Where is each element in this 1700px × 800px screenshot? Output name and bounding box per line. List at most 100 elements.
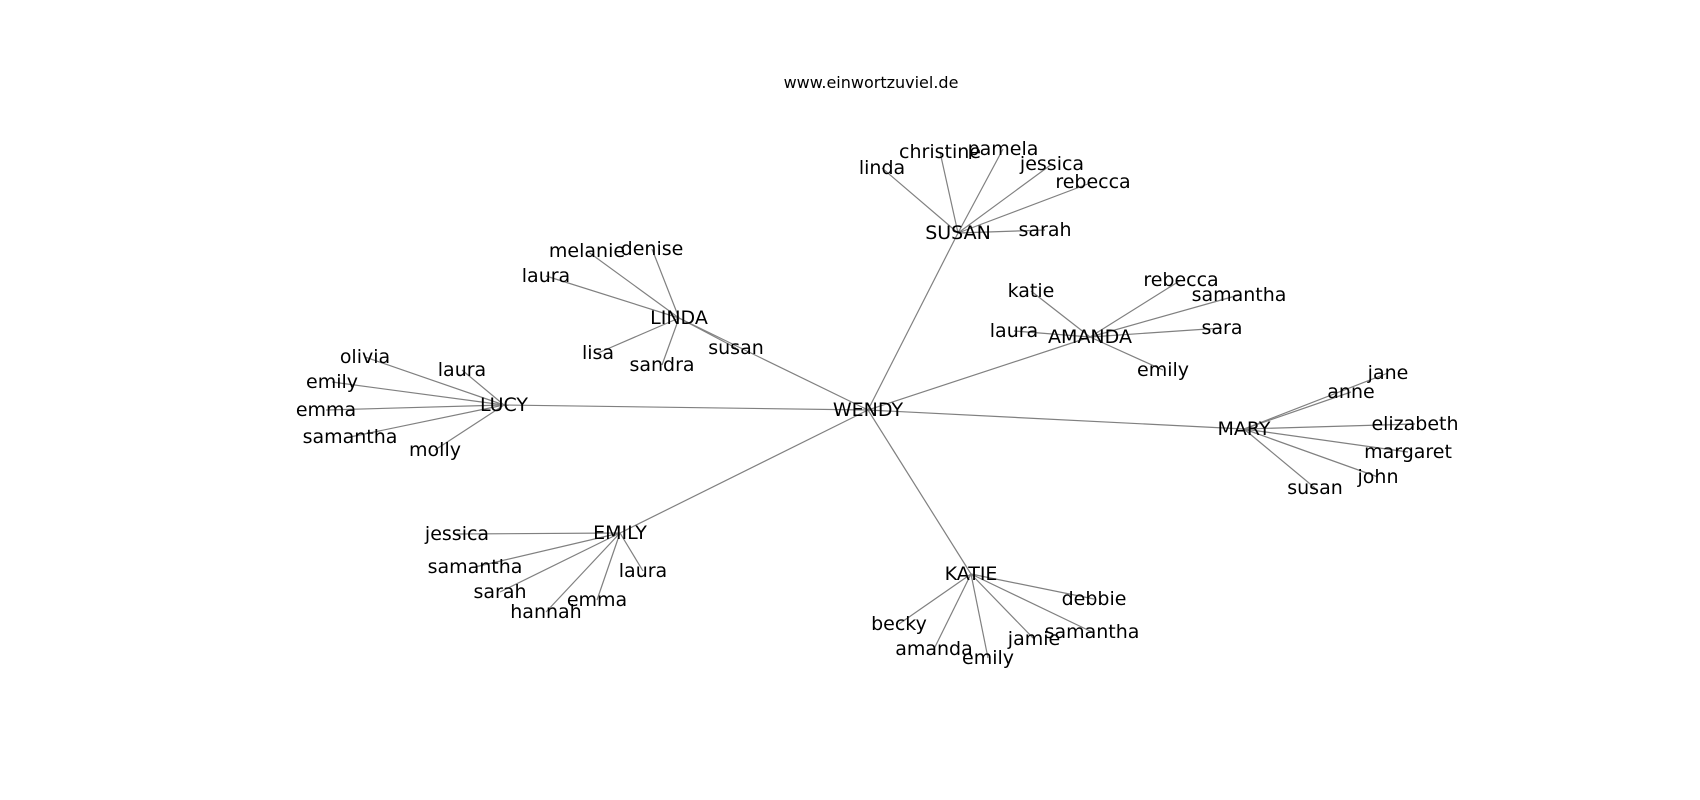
leaf-node-label-katie-jamie: jamie bbox=[1007, 628, 1060, 650]
edge-center-amanda bbox=[867, 336, 1091, 411]
leaf-node-label-emily-laura: laura bbox=[619, 560, 667, 582]
edge-susan-pamela bbox=[957, 148, 1004, 234]
edge-center-susan bbox=[867, 232, 959, 411]
leaf-node-label-mary-anne: anne bbox=[1327, 381, 1374, 403]
edge-linda-sandra bbox=[661, 317, 680, 366]
leaf-node-label-emily-emma: emma bbox=[567, 589, 627, 611]
edge-lucy-molly bbox=[434, 404, 505, 451]
hub-node-label-mary: MARY bbox=[1218, 418, 1271, 440]
leaf-node-label-linda-denise: denise bbox=[621, 238, 684, 260]
hub-node-label-katie: KATIE bbox=[945, 563, 998, 585]
edge-susan-jessica bbox=[957, 163, 1053, 234]
edge-amanda-rebecca bbox=[1089, 279, 1182, 338]
leaf-node-label-mary-susan: susan bbox=[1287, 477, 1343, 499]
hub-node-label-linda: LINDA bbox=[650, 307, 708, 329]
edge-mary-anne bbox=[1243, 391, 1352, 430]
edge-center-katie bbox=[867, 409, 972, 575]
edge-amanda-katie bbox=[1030, 290, 1091, 338]
hub-node-label-lucy: LUCY bbox=[480, 394, 528, 416]
leaf-node-label-lucy-emma: emma bbox=[296, 399, 356, 421]
site-url: www.einwortzuviel.de bbox=[784, 73, 959, 92]
edge-lucy-samantha bbox=[349, 404, 505, 438]
leaf-node-label-linda-sandra: sandra bbox=[629, 354, 694, 376]
leaf-node-label-katie-becky: becky bbox=[871, 613, 927, 635]
leaf-node-label-linda-laura: laura bbox=[522, 265, 570, 287]
edge-amanda-samantha bbox=[1089, 294, 1240, 338]
leaf-node-label-amanda-laura: laura bbox=[990, 320, 1038, 342]
leaf-node-label-amanda-samantha: samantha bbox=[1192, 284, 1287, 306]
edge-emily-hannah bbox=[545, 532, 621, 613]
edges bbox=[325, 148, 1416, 659]
edge-lucy-laura bbox=[461, 369, 505, 406]
edge-center-mary bbox=[867, 409, 1245, 430]
leaf-node-label-katie-samantha: samantha bbox=[1045, 621, 1140, 643]
leaf-node-label-emily-jessica: jessica bbox=[424, 523, 489, 545]
edge-katie-emily bbox=[970, 573, 989, 659]
edge-linda-susan bbox=[678, 317, 737, 349]
edge-mary-margaret bbox=[1243, 428, 1409, 453]
leaf-node-label-susan-linda: linda bbox=[859, 157, 905, 179]
edge-linda-melanie bbox=[586, 250, 680, 319]
leaf-node-label-susan-sarah: sarah bbox=[1018, 219, 1071, 241]
edge-lucy-emily bbox=[331, 381, 505, 406]
edge-mary-elizabeth bbox=[1243, 423, 1416, 430]
edge-katie-amanda bbox=[933, 573, 972, 650]
leaf-node-label-amanda-sara: sara bbox=[1202, 317, 1243, 339]
edge-katie-debbie bbox=[970, 573, 1095, 600]
center-node-label: WENDY bbox=[833, 399, 904, 421]
edge-center-linda bbox=[678, 317, 869, 411]
edge-amanda-sara bbox=[1089, 327, 1223, 338]
hub-node-label-susan: SUSAN bbox=[925, 222, 991, 244]
edge-emily-samantha bbox=[474, 532, 621, 568]
leaf-node-label-mary-jane: jane bbox=[1367, 362, 1409, 384]
edge-lucy-emma bbox=[325, 404, 505, 411]
leaf-node-label-amanda-katie: katie bbox=[1008, 280, 1055, 302]
leaf-node-label-lucy-emily: emily bbox=[306, 371, 358, 393]
leaf-node-label-susan-pamela: pamela bbox=[968, 138, 1039, 160]
edge-katie-jamie bbox=[970, 573, 1035, 640]
edge-center-lucy bbox=[503, 404, 869, 411]
leaf-node-label-lucy-olivia: olivia bbox=[340, 346, 390, 368]
leaf-node-label-mary-john: john bbox=[1357, 466, 1399, 488]
edge-susan-christine bbox=[939, 151, 959, 234]
edge-katie-becky bbox=[898, 573, 972, 625]
leaf-node-label-lucy-laura: laura bbox=[438, 359, 486, 381]
leaf-node-label-amanda-rebecca: rebecca bbox=[1143, 269, 1218, 291]
edge-amanda-emily bbox=[1089, 336, 1164, 371]
leaf-node-label-lucy-molly: molly bbox=[409, 439, 461, 461]
leaf-node-label-amanda-emily: emily bbox=[1137, 359, 1189, 381]
edge-emily-jessica bbox=[456, 532, 621, 535]
leaf-node-label-emily-sarah: sarah bbox=[473, 581, 526, 603]
leaf-node-label-emily-samantha: samantha bbox=[428, 556, 523, 578]
edge-linda-lisa bbox=[597, 317, 680, 354]
edge-mary-jane bbox=[1243, 372, 1389, 430]
edge-emily-laura bbox=[619, 532, 644, 572]
edge-susan-sarah bbox=[957, 229, 1046, 234]
leaf-node-label-emily-hannah: hannah bbox=[510, 601, 581, 623]
leaf-node-label-katie-emily: emily bbox=[962, 647, 1014, 669]
edge-mary-john bbox=[1243, 428, 1379, 478]
leaf-node-label-susan-rebecca: rebecca bbox=[1055, 171, 1130, 193]
hub-node-label-amanda: AMANDA bbox=[1048, 326, 1132, 348]
leaf-node-label-susan-christine: christine bbox=[899, 141, 981, 163]
edge-center-emily bbox=[619, 409, 869, 534]
edge-mary-susan bbox=[1243, 428, 1316, 489]
hub-node-label-emily: EMILY bbox=[593, 522, 647, 544]
edge-katie-samantha bbox=[970, 573, 1093, 633]
leaf-node-label-susan-jessica: jessica bbox=[1019, 153, 1084, 175]
leaf-node-label-katie-debbie: debbie bbox=[1062, 588, 1127, 610]
leaf-node-label-linda-melanie: melanie bbox=[549, 240, 625, 262]
edge-linda-denise bbox=[651, 248, 680, 319]
leaf-node-label-mary-margaret: margaret bbox=[1364, 441, 1452, 463]
leaf-node-label-linda-susan: susan bbox=[708, 337, 764, 359]
edge-amanda-laura bbox=[1013, 330, 1091, 338]
edge-emily-emma bbox=[596, 532, 621, 601]
leaf-node-label-linda-lisa: lisa bbox=[582, 342, 614, 364]
edge-susan-linda bbox=[881, 167, 959, 234]
node-labels: WENDYSUSANlindachristinepamelajessicareb… bbox=[296, 138, 1459, 669]
edge-linda-laura bbox=[545, 275, 680, 319]
edge-susan-rebecca bbox=[957, 181, 1094, 234]
edge-emily-sarah bbox=[499, 532, 621, 593]
leaf-node-label-lucy-samantha: samantha bbox=[303, 426, 398, 448]
